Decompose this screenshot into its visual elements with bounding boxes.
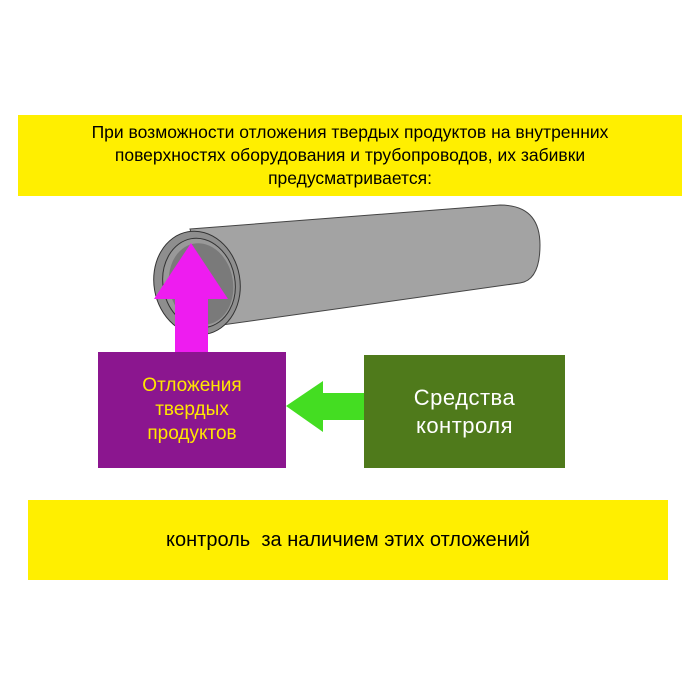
control-label-line: Средства (413, 384, 516, 410)
deposits-box: Отложения твердых продуктов (98, 352, 286, 468)
deposits-label-line: Отложения (142, 375, 242, 396)
deposits-label-line: продуктов (147, 423, 237, 444)
header-banner: При возможности отложения твердых продук… (18, 115, 682, 196)
footer-banner: контроль за наличием этих отложений (28, 500, 668, 580)
control-label-line: контроля (415, 412, 514, 438)
control-means-box: Средства контроля (364, 355, 565, 468)
deposits-label-line: твердых (155, 399, 229, 420)
up-arrow-icon (154, 243, 228, 353)
header-line: предусматривается: (268, 168, 432, 188)
footer-text: контроль за наличием этих отложений (166, 528, 530, 551)
header-line: поверхностях оборудования и трубопроводо… (114, 145, 586, 165)
left-arrow-icon (286, 381, 365, 432)
header-line: При возможности отложения твердых продук… (91, 122, 609, 142)
